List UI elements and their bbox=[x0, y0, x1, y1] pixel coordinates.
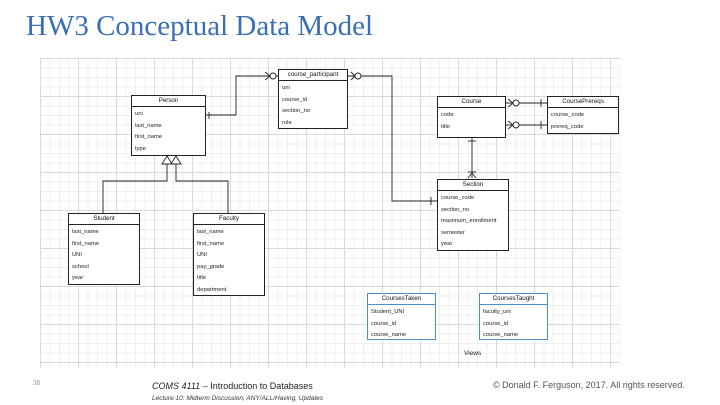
attribute: title bbox=[197, 275, 207, 281]
copyright-notice: © Donald F. Ferguson, 2017. All rights r… bbox=[493, 380, 685, 390]
attribute: Student_UNI bbox=[371, 309, 405, 315]
attribute: year bbox=[441, 241, 453, 247]
entity-section: Section course_code section_no maximum_e… bbox=[437, 179, 509, 251]
course-name: COMS 4111 – Introduction to Databases bbox=[152, 381, 313, 391]
attribute: course_code bbox=[551, 112, 585, 118]
entity-course-name: Course bbox=[438, 97, 505, 108]
course-title: – Introduction to Databases bbox=[200, 381, 313, 391]
attribute: pay_grade bbox=[197, 263, 225, 270]
attribute: course_name bbox=[371, 332, 407, 338]
view-courses-taken: CoursesTaken Student_UNI course_id cours… bbox=[367, 293, 436, 340]
attribute: uni bbox=[135, 111, 143, 117]
entity-person-name: Person bbox=[132, 96, 205, 107]
course-code: COMS 4111 bbox=[152, 381, 201, 391]
view-courses-taken-name: CoursesTaken bbox=[368, 294, 435, 305]
view-courses-taught-name: CoursesTaught bbox=[480, 294, 547, 305]
entity-course-prereqs-name: CoursePrereqs bbox=[548, 97, 618, 108]
attribute: course_id bbox=[483, 320, 509, 327]
attribute: course_code bbox=[441, 195, 475, 201]
attribute: maximum_enrollment bbox=[441, 218, 497, 224]
attribute: last_name bbox=[72, 229, 99, 235]
attribute: first_name bbox=[197, 240, 225, 247]
entity-course-participant: course_participant uni course_id section… bbox=[278, 69, 348, 129]
lecture-subtitle: Lecture 10: Midterm Discussion, ANY/ALL/… bbox=[152, 395, 324, 402]
attribute: code bbox=[441, 112, 454, 118]
attribute: department bbox=[197, 286, 227, 293]
attribute: UNI bbox=[197, 252, 207, 258]
attribute: faculty_uni bbox=[483, 309, 511, 315]
attribute: first_name bbox=[72, 240, 100, 247]
entity-student-name: Student bbox=[69, 214, 139, 225]
entity-person: Person uni last_name first_name type bbox=[131, 95, 206, 156]
entity-section-name: Section bbox=[438, 180, 508, 191]
attribute: course_id bbox=[282, 96, 308, 103]
views-label: Views bbox=[464, 350, 482, 357]
attribute: school bbox=[72, 263, 89, 270]
rel-person-participant bbox=[204, 75, 278, 116]
attribute: first_name bbox=[135, 134, 163, 140]
attribute: course_id bbox=[371, 320, 397, 327]
attribute: prereq_code bbox=[551, 123, 584, 130]
page-number: 38 bbox=[33, 379, 40, 387]
attribute: course_name bbox=[483, 332, 519, 338]
rel-student-person bbox=[102, 164, 168, 213]
slide-title: HW3 Conceptual Data Model bbox=[26, 10, 374, 42]
entity-course-participant-name: course_participant bbox=[279, 70, 347, 81]
view-courses-taught: CoursesTaught faculty_uni course_id cour… bbox=[479, 293, 548, 340]
attribute: section_no bbox=[441, 206, 470, 213]
attribute: last_name bbox=[197, 229, 224, 235]
entity-faculty: Faculty last_name first_name UNI pay_gra… bbox=[193, 213, 265, 296]
entity-faculty-name: Faculty bbox=[194, 214, 264, 225]
attribute: section_no bbox=[282, 108, 311, 114]
attribute: last_name bbox=[135, 122, 162, 129]
attribute: uni bbox=[282, 85, 290, 91]
entity-student: Student last_name first_name UNI school … bbox=[68, 213, 140, 285]
attribute: semester bbox=[441, 229, 465, 236]
entity-course: Course code title bbox=[437, 96, 506, 138]
rel-participant-section bbox=[346, 75, 437, 202]
attribute: UNI bbox=[72, 252, 82, 258]
attribute: type bbox=[135, 145, 146, 152]
entity-course-prereqs: CoursePrereqs course_code prereq_code bbox=[547, 96, 619, 134]
attribute: year bbox=[72, 275, 84, 281]
rel-faculty-person bbox=[175, 164, 229, 213]
attribute: role bbox=[282, 119, 292, 126]
attribute: title bbox=[441, 123, 451, 130]
